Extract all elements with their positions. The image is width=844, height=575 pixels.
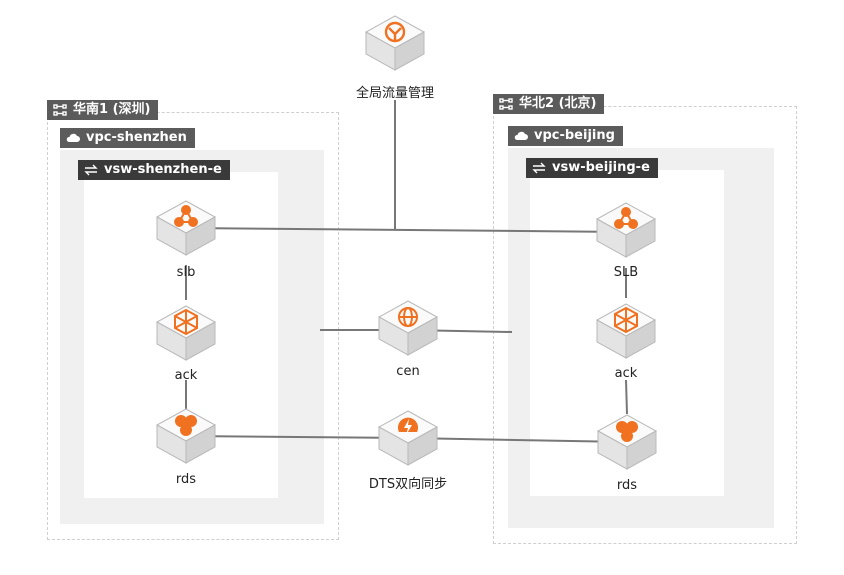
switch-icon: [532, 162, 546, 174]
global-traffic-icon: [384, 21, 406, 43]
slb-beijing-node[interactable]: [591, 197, 661, 267]
line-slb-link: [185, 227, 627, 233]
vsw-shenzhen-label: vsw-shenzhen-e: [104, 162, 222, 177]
vpc-beijing-tag: vpc-beijing: [508, 126, 623, 146]
cen-icon: [398, 307, 418, 327]
switch-icon: [84, 164, 98, 176]
vsw-beijing-tag: vsw-beijing-e: [526, 158, 658, 178]
ack-beijing-node[interactable]: [591, 298, 661, 368]
slb-shenzhen-label: slb: [176, 265, 196, 280]
line-rds-dts-left: [185, 435, 409, 439]
cen-label: cen: [396, 364, 420, 379]
slb-beijing-label: SLB: [613, 265, 639, 280]
region-icon: [53, 104, 67, 116]
vpc-shenzhen-tag: vpc-shenzhen: [60, 128, 195, 148]
region-south-tag: 华南1 (深圳): [47, 100, 159, 120]
region-north-boundary: [493, 106, 797, 544]
ack-shenzhen-node[interactable]: [151, 300, 221, 370]
dts-icon: [398, 417, 418, 435]
rds-icon: [175, 415, 197, 436]
vsw-beijing-label: vsw-beijing-e: [552, 160, 650, 175]
vpc-beijing-label: vpc-beijing: [534, 128, 615, 143]
dts-node[interactable]: [373, 405, 443, 475]
ack-icon: [174, 308, 198, 336]
vsw-shenzhen-tag: vsw-shenzhen-e: [78, 160, 230, 180]
rds-beijing-node[interactable]: [592, 409, 662, 479]
rds-shenzhen-label: rds: [175, 472, 197, 487]
slb-icon: [174, 205, 198, 227]
gtm-label: 全局流量管理: [355, 86, 435, 101]
vpc-shenzhen-label: vpc-shenzhen: [86, 130, 187, 145]
ack-shenzhen-label: ack: [174, 368, 198, 383]
cen-node[interactable]: [373, 295, 443, 365]
gtm-node[interactable]: [360, 10, 430, 80]
line-ack-rds-bj: [625, 379, 628, 415]
region-south-label: 华南1 (深圳): [73, 102, 151, 117]
region-north-tag: 华北2 (北京): [493, 94, 605, 114]
slb-icon: [614, 207, 638, 229]
rds-shenzhen-node[interactable]: [151, 403, 221, 473]
line-rds-dts-right: [407, 437, 628, 443]
cloud-icon: [514, 131, 528, 141]
region-north-label: 华北2 (北京): [519, 96, 597, 111]
cloud-icon: [66, 133, 80, 143]
region-south-boundary: [47, 112, 339, 540]
rds-icon: [616, 421, 638, 442]
region-icon: [499, 98, 513, 110]
slb-shenzhen-node[interactable]: [151, 195, 221, 265]
rds-beijing-label: rds: [616, 478, 638, 493]
ack-icon: [614, 306, 638, 334]
dts-label: DTS双向同步: [368, 477, 448, 492]
ack-beijing-label: ack: [614, 366, 638, 381]
